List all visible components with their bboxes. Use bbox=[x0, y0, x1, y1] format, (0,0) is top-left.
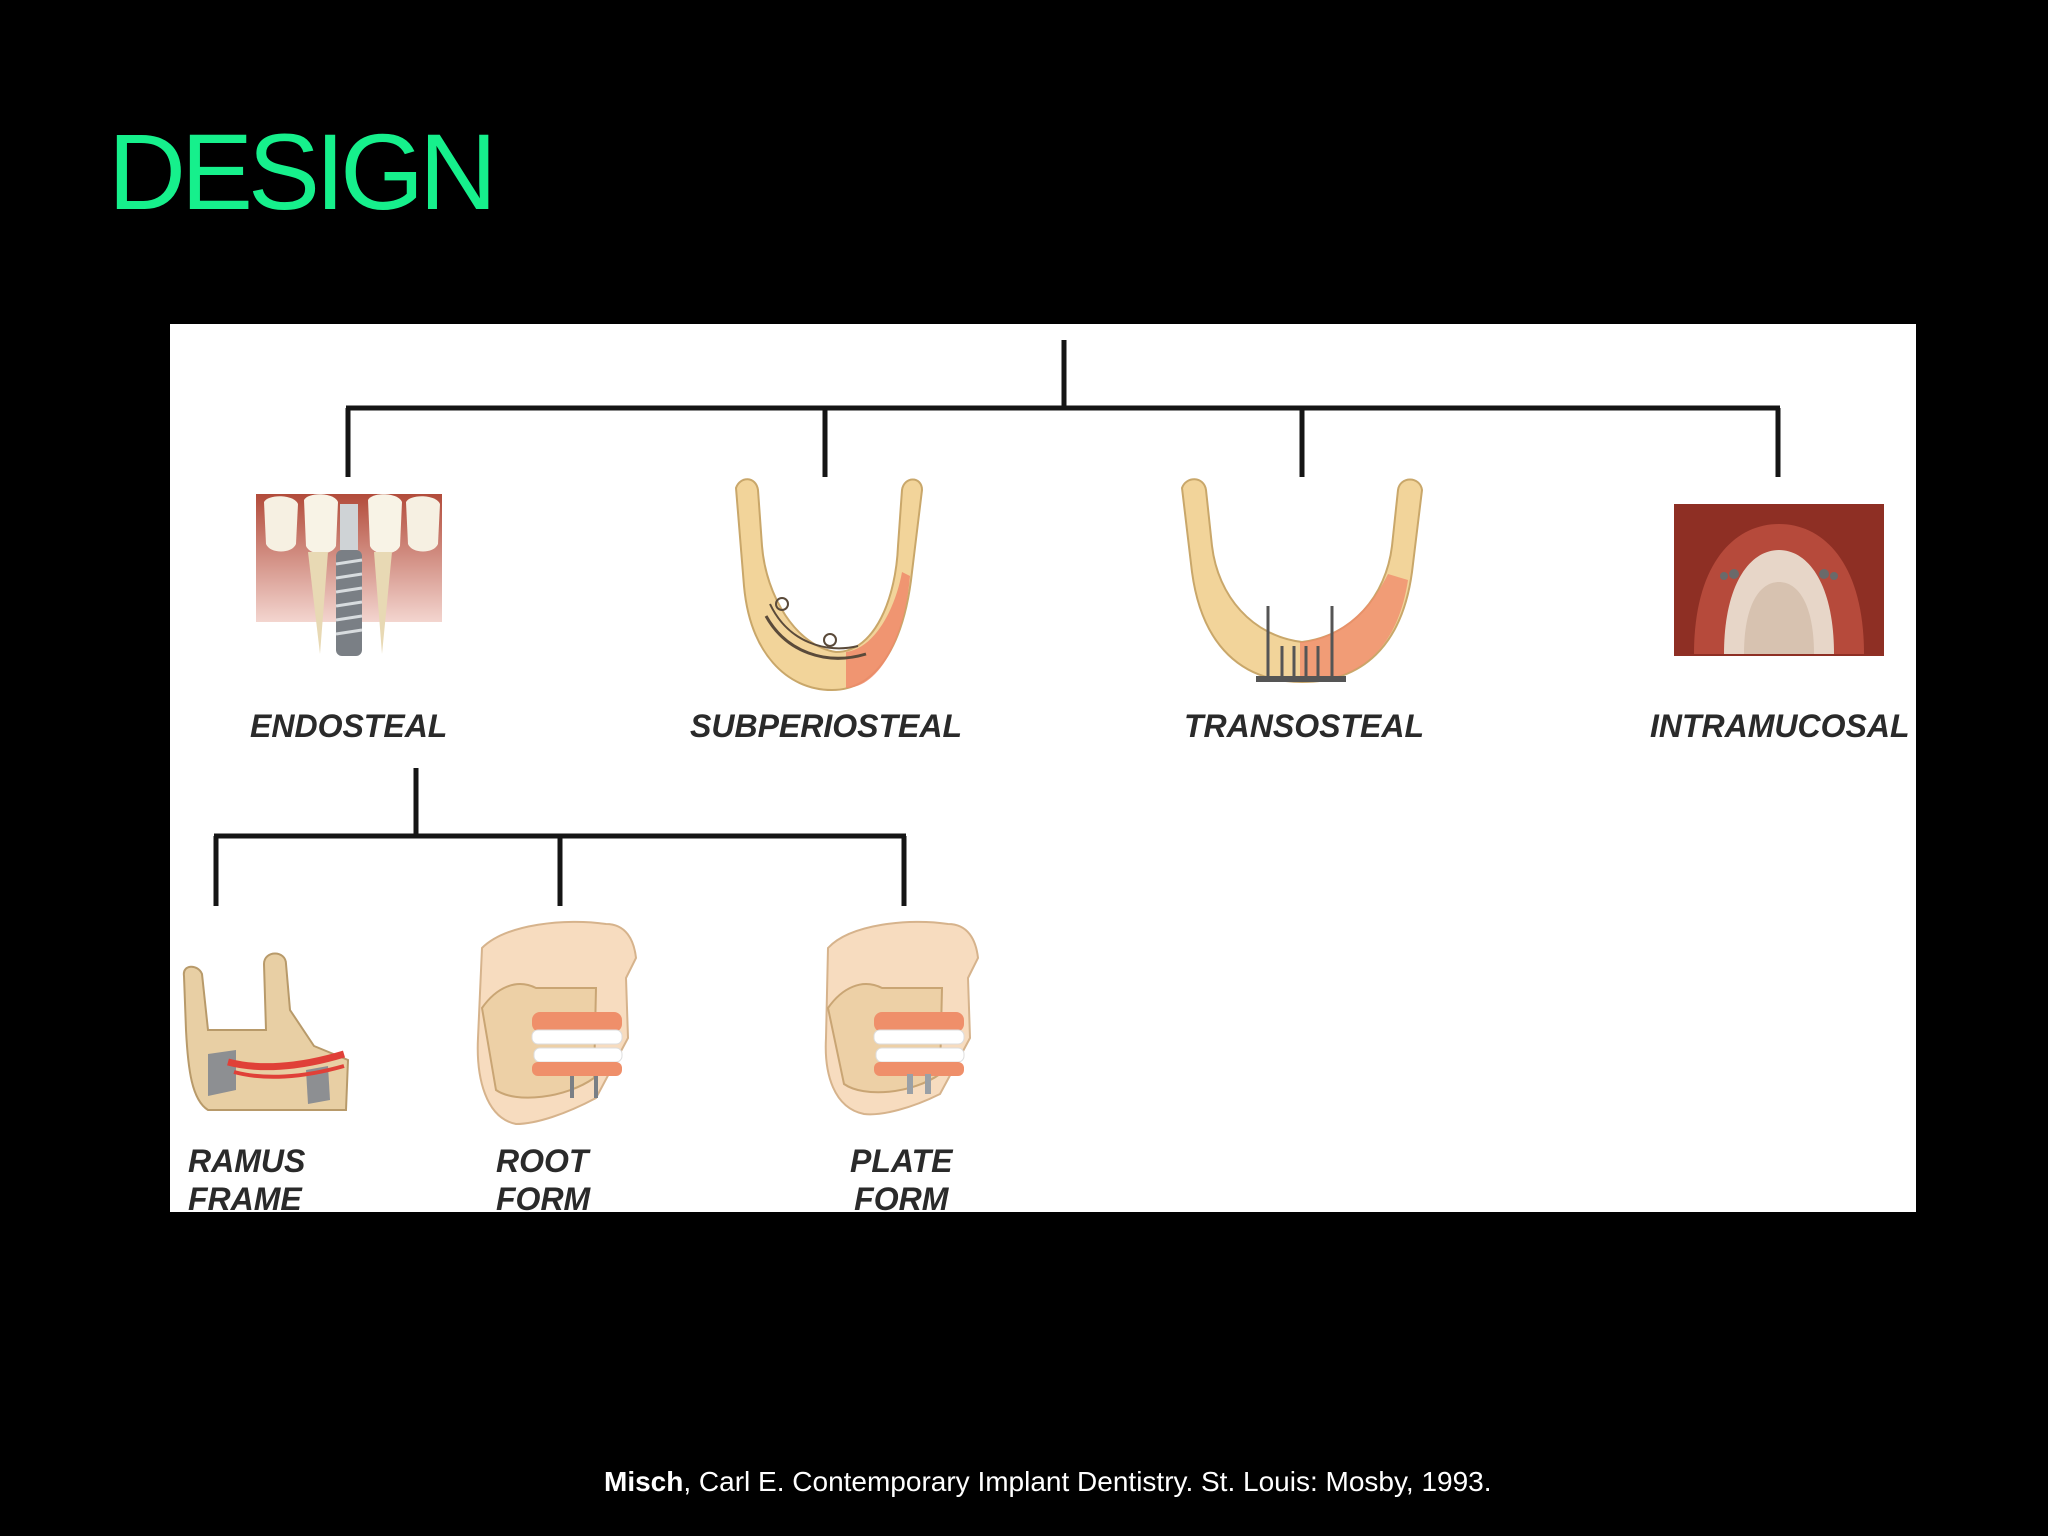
plate-form-jaw-image bbox=[824, 920, 980, 1116]
transosteal-mandible-image bbox=[1180, 478, 1424, 684]
endosteal-implant-teeth-image bbox=[256, 494, 442, 656]
label-ramus-frame: RAMUS FRAME bbox=[188, 1143, 306, 1212]
label-plate-form: PLATE FORM bbox=[850, 1143, 953, 1212]
citation: Misch, Carl E. Contemporary Implant Dent… bbox=[604, 1466, 1492, 1498]
label-subperiosteal: SUBPERIOSTEAL bbox=[690, 708, 963, 744]
implant-classification-diagram: ENDOSTEAL SUBPERIOSTEAL TRANSOSTEAL INTR… bbox=[170, 324, 1916, 1212]
tree-connector-lines bbox=[213, 340, 1781, 906]
intramucosal-palate-photo bbox=[1674, 504, 1884, 656]
ramus-frame-mandible-image bbox=[182, 952, 350, 1111]
label-endosteal: ENDOSTEAL bbox=[250, 708, 448, 744]
slide-title: DESIGN bbox=[108, 111, 497, 232]
citation-author: Misch bbox=[604, 1466, 684, 1497]
label-intramucosal: INTRAMUCOSAL bbox=[1650, 708, 1910, 744]
citation-details: , Carl E. Contemporary Implant Dentistry… bbox=[683, 1466, 1492, 1497]
root-form-jaw-image bbox=[476, 920, 638, 1126]
label-root-form: ROOT FORM bbox=[496, 1143, 591, 1212]
label-transosteal: TRANSOSTEAL bbox=[1184, 708, 1424, 744]
subperiosteal-mandible-image bbox=[734, 478, 924, 692]
